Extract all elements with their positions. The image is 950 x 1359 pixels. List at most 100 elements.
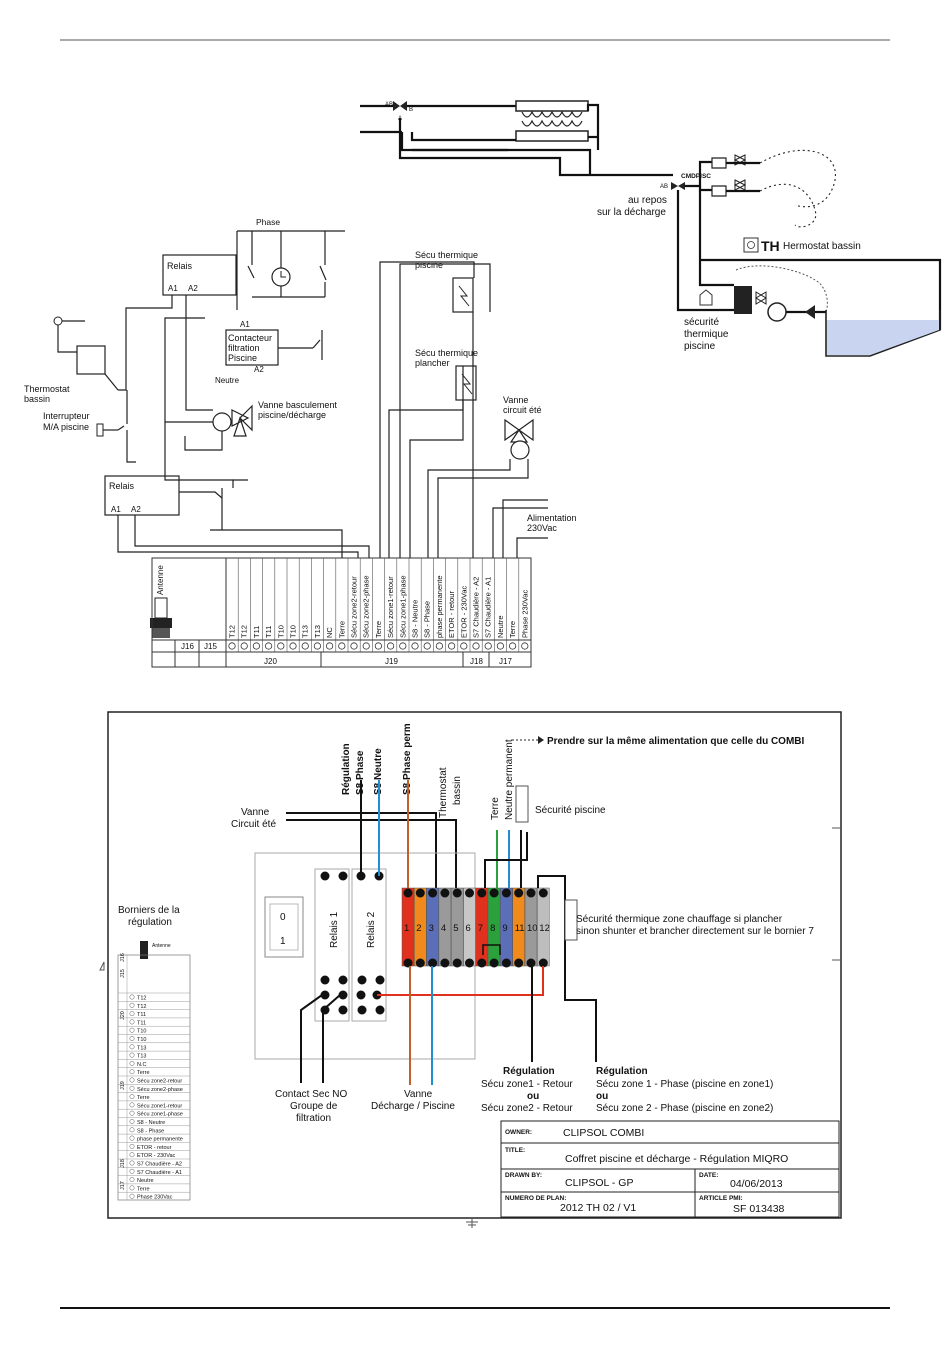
svg-text:au repos: au repos (628, 195, 667, 206)
pool-water (827, 320, 939, 355)
svg-text:sécurité: sécurité (684, 317, 719, 328)
svg-text:Vanne: Vanne (503, 395, 528, 405)
svg-text:OWNER:: OWNER: (505, 1129, 532, 1136)
svg-text:thermique: thermique (684, 329, 729, 340)
svg-text:Régulation: Régulation (341, 743, 352, 795)
svg-text:0: 0 (280, 912, 286, 923)
thermostat-box (76, 345, 106, 375)
mini-terminal-label: Sécu zone2-phase (137, 1087, 183, 1093)
relay-terminal-icon (357, 975, 367, 985)
filter-icon (734, 286, 752, 314)
bornier-number: 4 (441, 923, 446, 934)
bornier-screw-icon (501, 888, 511, 898)
terminal-label: phase permanente (435, 575, 444, 638)
mini-terminal-label: Sécu zone1-phase (137, 1112, 183, 1118)
svg-text:SF 013438: SF 013438 (733, 1203, 785, 1215)
svg-text:J19: J19 (385, 657, 398, 666)
svg-text:Contact Sec NO: Contact Sec NO (275, 1089, 347, 1100)
mini-terminal-label: Sécu zone2-retour (137, 1079, 182, 1085)
mini-terminal-screw-icon (129, 1044, 135, 1050)
bornier-number: 2 (416, 923, 421, 934)
mini-terminal-label: T13 (137, 1054, 146, 1060)
svg-text:J17: J17 (499, 657, 512, 666)
svg-text:S8 Phase: S8 Phase (355, 750, 366, 795)
terminal-screw-icon (264, 642, 273, 650)
terminal-label: Sécu zone2-phase (362, 575, 371, 638)
svg-text:ou: ou (596, 1091, 608, 1102)
terminal-screw-icon (496, 642, 504, 650)
terminal-label: Phase 230Vac (520, 590, 529, 638)
terminal-label: T13 (301, 625, 310, 638)
svg-text:piscine: piscine (684, 341, 716, 352)
relais-1-box (162, 254, 237, 296)
svg-text:AB: AB (660, 184, 668, 190)
svg-text:230Vac: 230Vac (527, 523, 557, 533)
svg-text:filtration: filtration (228, 343, 260, 353)
bornier-number: 9 (502, 923, 507, 934)
mini-terminal-label: T10 (137, 1037, 146, 1043)
relay-terminal-icon (338, 990, 348, 1000)
relay-terminal-icon (375, 975, 385, 985)
bornier-screw-icon (465, 888, 474, 898)
mini-terminal-screw-icon (129, 1185, 135, 1191)
antenna-connector-icon (150, 618, 172, 628)
svg-text:filtration: filtration (296, 1113, 331, 1124)
svg-text:J15: J15 (204, 642, 217, 651)
terminal-label: S8 - Neutre (411, 600, 420, 638)
mini-terminal-label: Terre (137, 1186, 150, 1192)
bornier-screw-icon (514, 958, 524, 968)
svg-text:Relais: Relais (167, 261, 193, 271)
terminal-label: Terre (374, 621, 383, 638)
svg-text:Prendre sur la même alimentati: Prendre sur la même alimentation que cel… (547, 736, 805, 747)
bornier-screw-icon (477, 958, 487, 968)
bornier-screw-icon (428, 888, 438, 898)
svg-text:Relais: Relais (109, 481, 135, 491)
bornier-screw-icon (526, 958, 536, 968)
svg-text:B: B (409, 107, 413, 113)
bornier-number: 7 (478, 923, 483, 934)
svg-text:Régulation: Régulation (596, 1066, 648, 1077)
svg-text:ou: ou (527, 1091, 539, 1102)
svg-text:piscine: piscine (415, 260, 443, 270)
svg-text:NUMERO DE PLAN:: NUMERO DE PLAN: (505, 1195, 566, 1202)
exchanger-top (515, 100, 589, 112)
mini-terminal-label: S7 Chaudière - A1 (137, 1170, 182, 1176)
bornier-screw-icon (452, 958, 462, 968)
title-block: OWNER: CLIPSOL COMBI TITLE: Coffret pisc… (500, 1120, 840, 1218)
terminal-screw-icon (252, 642, 260, 650)
electrical-schematic: Phase Relais A1 A2 A1 Contacteur filtrat… (24, 217, 577, 638)
exchanger-bottom (515, 130, 589, 142)
svg-text:A1: A1 (168, 284, 178, 293)
mini-terminal-screw-icon (129, 1160, 135, 1166)
svg-text:ARTICLE PMI:: ARTICLE PMI: (699, 1195, 743, 1202)
mini-terminal-screw-icon (129, 1152, 135, 1158)
mini-terminal-label: T11 (137, 1012, 146, 1018)
svg-text:Circuit été: Circuit été (231, 819, 276, 830)
secu-plancher-box (455, 365, 477, 401)
mini-terminal-screw-icon (129, 1135, 135, 1141)
terminal-label: Sécu zone2-retour (350, 576, 359, 638)
terminal-label: Sécu zone1-phase (398, 575, 407, 638)
mini-terminal-label: ETOR - 230Vac (137, 1153, 176, 1159)
terminal-screw-icon (325, 642, 334, 650)
terminal-screw-icon (313, 642, 321, 650)
svg-text:TH: TH (761, 238, 780, 254)
relay-terminal-icon (356, 990, 366, 1000)
svg-text:Sécu zone2 - Retour: Sécu zone2 - Retour (481, 1103, 573, 1114)
svg-text:J20: J20 (264, 657, 277, 666)
terminal-screw-icon (338, 642, 346, 650)
switch-button[interactable] (269, 903, 299, 951)
relay-terminal-icon (357, 1005, 367, 1015)
svg-text:DATE:: DATE: (699, 1172, 718, 1179)
svg-text:J18: J18 (470, 657, 483, 666)
bornier-screw-icon (477, 888, 487, 898)
mini-terminal-label: phase permanente (137, 1137, 183, 1143)
hydraulic-section: AB B A CMDPISC AB au repos sur la déchar… (360, 100, 942, 357)
bornier-screw-icon (538, 958, 548, 968)
mini-terminal-box (117, 954, 191, 1201)
terminal-label: T11 (252, 626, 261, 638)
svg-text:Thermostat: Thermostat (438, 767, 449, 818)
mini-terminal-label: Terre (137, 1095, 150, 1101)
bornier-screw-icon (428, 958, 438, 968)
